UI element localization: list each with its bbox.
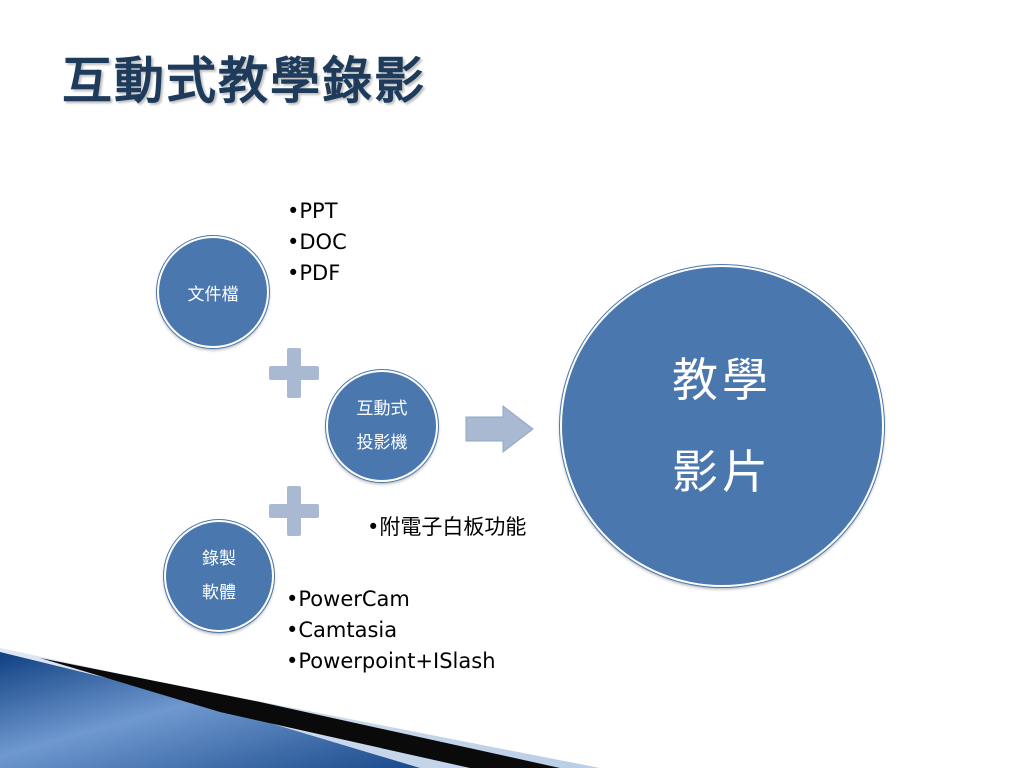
list-item: •Powerpoint+ISlash xyxy=(286,649,496,673)
node-result-line2: 影片 xyxy=(672,445,772,499)
node-software-line2: 軟體 xyxy=(202,583,236,603)
corner-decoration xyxy=(0,648,600,768)
node-projector-line1: 互動式 xyxy=(356,399,408,419)
node-software: 錄製 軟體 xyxy=(164,520,274,632)
plus-icon xyxy=(269,486,319,536)
projector-feature: •附電子白板功能 xyxy=(367,515,527,539)
node-result: 教學 影片 xyxy=(560,265,884,587)
list-item: •PPT xyxy=(287,199,338,223)
node-document-label: 文件檔 xyxy=(187,284,239,305)
node-software-line1: 錄製 xyxy=(202,549,236,569)
list-item: •DOC xyxy=(287,230,347,254)
arrow-right-icon xyxy=(465,404,534,454)
node-projector-line2: 投影機 xyxy=(356,433,408,453)
slide-title: 互動式教學錄影 xyxy=(62,52,426,110)
list-item: •PowerCam xyxy=(286,587,410,611)
document-format-list: •PPT •DOC •PDF xyxy=(287,196,347,289)
node-projector: 互動式 投影機 xyxy=(326,370,438,482)
plus-icon xyxy=(269,348,319,398)
list-item: •PDF xyxy=(287,261,341,285)
node-document: 文件檔 xyxy=(157,236,269,348)
list-item: •Camtasia xyxy=(286,618,398,642)
node-result-line1: 教學 xyxy=(672,353,772,407)
software-list: •PowerCam •Camtasia •Powerpoint+ISlash xyxy=(286,584,496,677)
